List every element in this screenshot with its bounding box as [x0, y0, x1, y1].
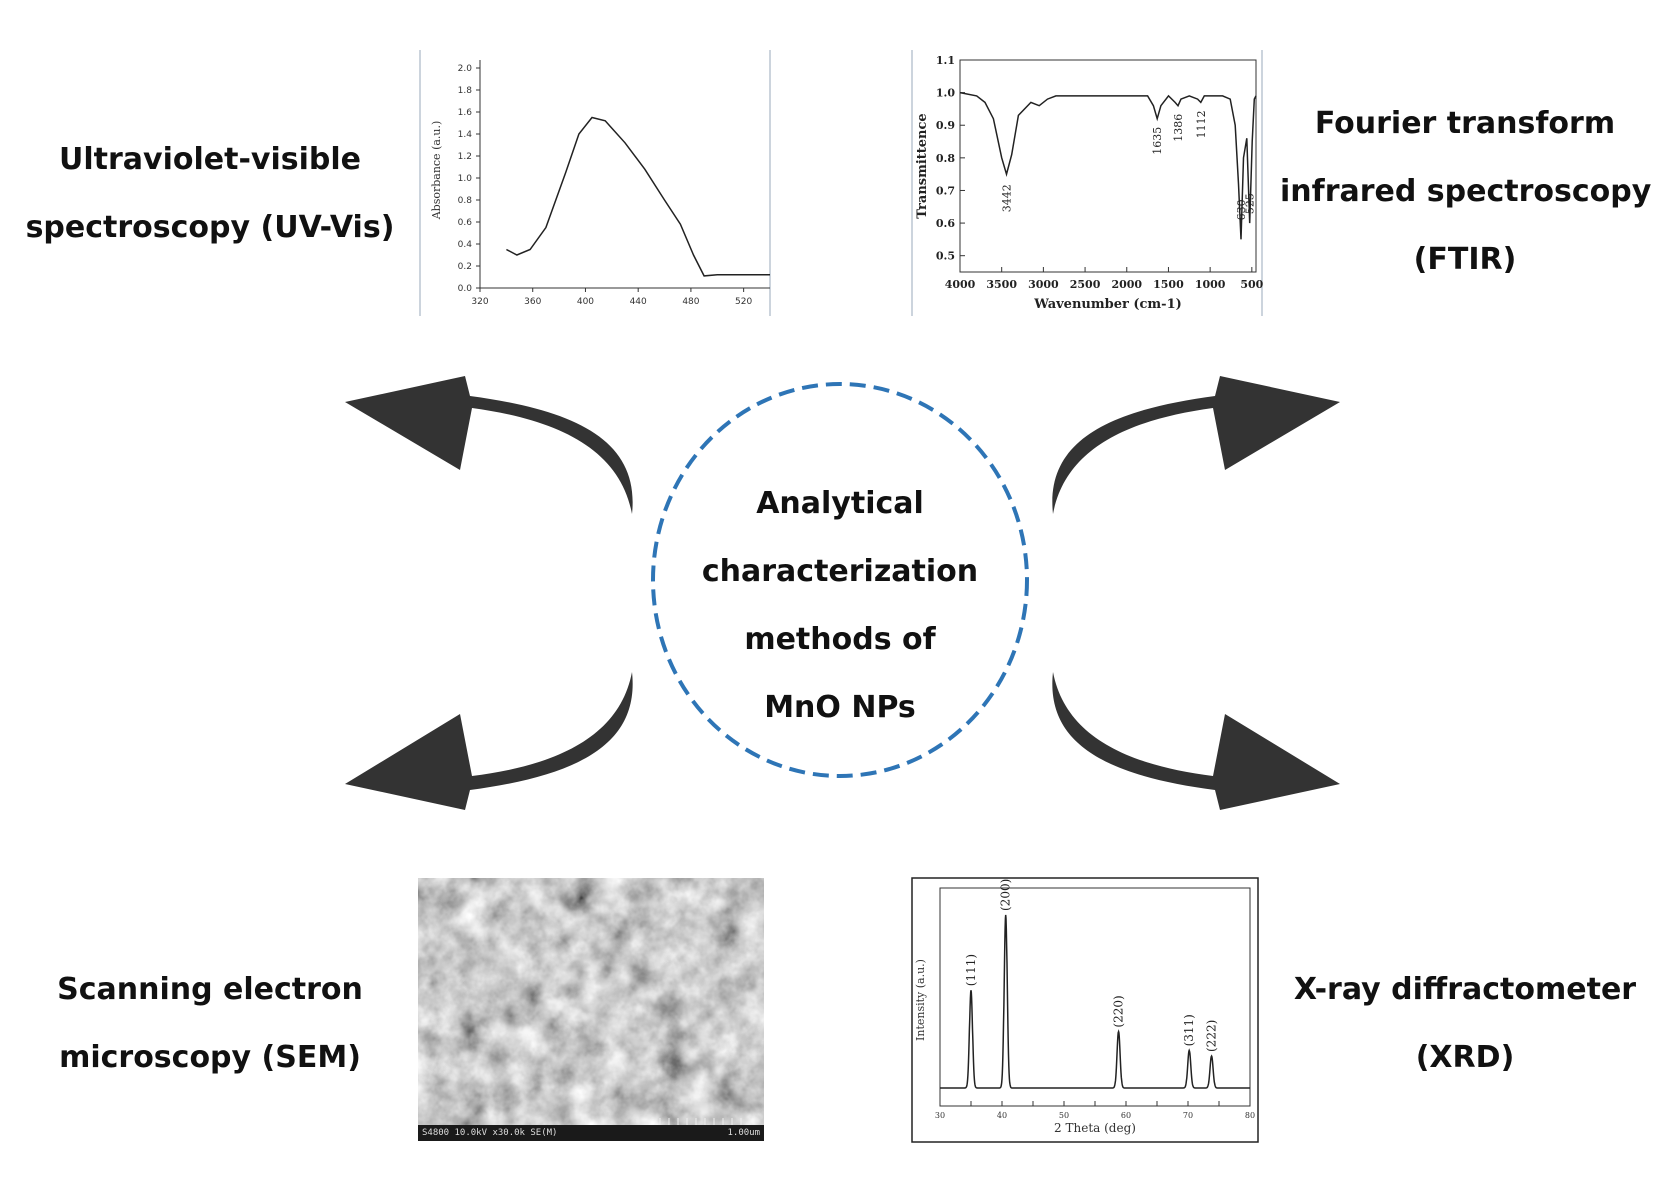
label-xrd-line-1: X-ray diffractometer [1293, 972, 1637, 1007]
label-xrd: X-ray diffractometer (XRD) [1280, 956, 1650, 1092]
xrd-peak-label: (222) [1205, 1020, 1219, 1052]
xrd-peak-label: (200) [999, 879, 1013, 911]
uvvis-y-tick-label: 0.0 [458, 284, 473, 294]
label-ftir-line-3: (FTIR) [1413, 242, 1517, 277]
uvvis-x-tick-label: 480 [682, 297, 699, 307]
uvvis-y-tick-label: 2.0 [458, 64, 473, 74]
xrd-x-tick-label: 40 [997, 1111, 1007, 1120]
center-line-1: Analytical [756, 486, 924, 521]
sem-info-bar: S4800 10.0kV x30.0k SE(M) 1.00um [418, 1125, 764, 1141]
ftir-x-tick-label: 1000 [1195, 278, 1226, 291]
label-ftir-line-1: Fourier transform [1314, 106, 1616, 141]
ftir-y-label: Transmittence [915, 113, 930, 218]
uvvis-y-tick-label: 0.4 [458, 240, 473, 250]
uvvis-y-tick-label: 1.0 [458, 174, 473, 184]
uvvis-y-tick-label: 0.8 [458, 196, 473, 206]
ftir-x-tick-label: 500 [1240, 278, 1263, 291]
label-uvvis-line-1: Ultraviolet-visible [59, 142, 361, 177]
arrow-lower-left [345, 672, 633, 810]
uvvis-y-tick-label: 1.4 [458, 130, 473, 140]
ftir-peak-annotation: 1635 [1151, 127, 1164, 155]
center-line-2: characterization [701, 554, 979, 589]
ftir-x-tick-label: 4000 [945, 278, 976, 291]
xrd-x-tick-label: 50 [1059, 1111, 1069, 1120]
center-line-4: MnO NPs [764, 690, 916, 725]
uvvis-chart: 0.0 0.2 0.4 0.6 0.8 1.0 1.2 1.4 1.6 1.8 2.0 320 360… [419, 50, 771, 316]
ftir-plot-frame [959, 59, 1257, 273]
xrd-x-tick-label: 30 [935, 1111, 945, 1120]
uvvis-y-tick-label: 1.6 [458, 108, 473, 118]
xrd-x-tick-label: 70 [1183, 1111, 1193, 1120]
label-ftir-line-2: infrared spectroscopy [1280, 174, 1652, 209]
uvvis-x-tick-label: 520 [735, 297, 752, 307]
xrd-series-line [940, 914, 1250, 1089]
ftir-peak-annotation: 1112 [1195, 110, 1208, 138]
uvvis-x-tick-label: 320 [471, 297, 488, 307]
sem-info-left: S4800 10.0kV x30.0k SE(M) [422, 1128, 558, 1138]
ftir-x-tick-label: 3500 [986, 278, 1017, 291]
xrd-peak-label: (311) [1182, 1014, 1196, 1046]
sem-info-right: 1.00um [727, 1128, 760, 1138]
uvvis-y-tick-label: 1.8 [458, 86, 473, 96]
center-circle [651, 382, 1029, 778]
xrd-x-tick-label: 80 [1245, 1111, 1255, 1120]
sem-image [418, 878, 764, 1125]
uvvis-y-tick-label: 0.6 [458, 218, 473, 228]
ftir-x-tick-label: 1500 [1153, 278, 1184, 291]
xrd-y-label: Intensity (a.u.) [914, 959, 927, 1041]
uvvis-x-tick-label: 400 [577, 297, 594, 307]
ftir-x-tick-label: 2000 [1111, 278, 1142, 291]
ftir-y-tick-label: 0.8 [936, 152, 955, 165]
ftir-y-tick-label: 1.1 [936, 54, 955, 67]
arrow-upper-right [1052, 376, 1340, 514]
uvvis-y-tick-label: 0.2 [458, 262, 472, 272]
ftir-x-tick-label: 2500 [1070, 278, 1101, 291]
uvvis-series-line [506, 116, 770, 277]
xrd-plot-frame [939, 887, 1251, 1107]
uvvis-x-tick-label: 440 [630, 297, 647, 307]
ftir-y-tick-label: 0.7 [936, 184, 955, 197]
xrd-peak-label: (220) [1112, 995, 1126, 1027]
label-sem-line-2: microscopy (SEM) [59, 1040, 361, 1075]
ftir-peak-annotation: 3442 [1001, 184, 1014, 212]
ftir-x-label: Wavenumber (cm-1) [1033, 297, 1182, 312]
label-sem-line-1: Scanning electron [57, 972, 363, 1007]
xrd-outer-frame [911, 877, 1259, 1143]
uvvis-y-tick-label: 1.2 [458, 152, 472, 162]
label-xrd-line-2: (XRD) [1415, 1040, 1515, 1075]
arrow-upper-left [345, 376, 633, 514]
label-sem: Scanning electron microscopy (SEM) [30, 956, 390, 1092]
label-uvvis-line-2: spectroscopy (UV-Vis) [25, 210, 395, 245]
ftir-chart: 0.5 0.6 0.7 0.8 0.9 1.0 1.1 4000 3500 3000 2500 20… [911, 50, 1264, 316]
ftir-x-tick-label: 3000 [1028, 278, 1059, 291]
ftir-series-line [959, 91, 1257, 240]
xrd-chart: 30 40 50 60 70 80 Intensity (a.u.) 2 Theta (d… [911, 877, 1259, 1143]
arrow-lower-right [1052, 672, 1340, 810]
ftir-peak-annotation: 1386 [1172, 114, 1185, 142]
uvvis-x-tick-label: 360 [524, 297, 541, 307]
ftir-y-tick-label: 0.5 [936, 250, 955, 263]
uvvis-y-label: Absorbance (a.u.) [430, 121, 443, 221]
ftir-y-tick-label: 1.0 [936, 87, 955, 100]
center-title: Analytical characterization methods of M… [650, 470, 1030, 742]
ftir-y-tick-label: 0.9 [936, 119, 955, 132]
xrd-x-tick-label: 60 [1121, 1111, 1131, 1120]
xrd-peak-label: (111) [964, 954, 978, 986]
center-line-3: methods of [744, 622, 936, 657]
ftir-y-tick-label: 0.6 [936, 217, 955, 230]
label-ftir: Fourier transform infrared spectroscopy … [1280, 90, 1652, 294]
xrd-x-label: 2 Theta (deg) [1054, 1121, 1136, 1135]
label-uvvis: Ultraviolet-visible spectroscopy (UV-Vis… [20, 126, 400, 262]
